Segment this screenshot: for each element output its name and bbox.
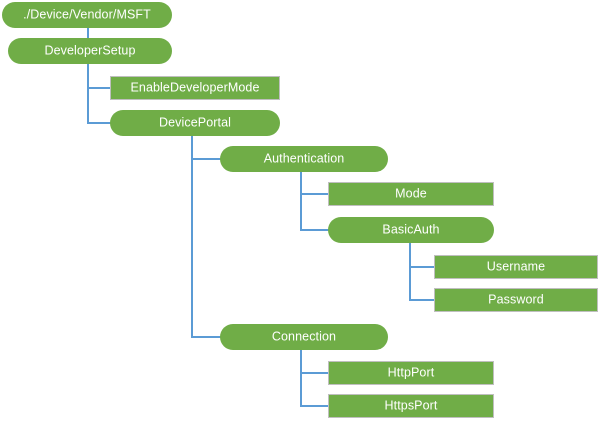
node-root-label: ./Device/Vendor/MSFT [23,7,151,22]
connector-deviceportal-to-authentication [191,158,221,160]
node-httpport-label: HttpPort [387,365,435,380]
node-root[interactable]: ./Device/Vendor/MSFT [2,2,172,28]
connector-deviceportal-trunk [191,136,193,338]
node-httpport[interactable]: HttpPort [328,361,494,385]
node-httpsport[interactable]: HttpsPort [328,394,494,418]
connector-developersetup-to-enabledevelopermode [87,87,111,89]
node-developersetup-label: DeveloperSetup [44,43,136,58]
connector-developersetup-trunk [87,64,89,124]
node-password-label: Password [488,292,544,307]
node-mode-label: Mode [395,186,427,201]
node-httpsport-label: HttpsPort [384,398,438,413]
connector-basicauth-to-username [409,266,435,268]
node-enabledevelopermode[interactable]: EnableDeveloperMode [110,76,280,100]
connector-authentication-to-basicauth [300,229,329,231]
connector-connection-to-httpsport [300,405,329,407]
node-password[interactable]: Password [434,288,598,312]
connector-authentication-trunk [300,172,302,231]
node-authentication-label: Authentication [263,151,345,166]
node-username[interactable]: Username [434,255,598,279]
connector-authentication-to-mode [300,193,329,195]
node-connection[interactable]: Connection [220,324,388,350]
node-authentication[interactable]: Authentication [220,146,388,172]
node-basicauth-label: BasicAuth [382,222,440,237]
connector-basicauth-trunk [409,243,411,301]
node-developersetup[interactable]: DeveloperSetup [8,38,172,64]
node-enabledevelopermode-label: EnableDeveloperMode [130,80,260,95]
connector-developersetup-to-deviceportal [87,122,111,124]
connector-connection-trunk [300,350,302,407]
node-mode[interactable]: Mode [328,182,494,206]
node-basicauth[interactable]: BasicAuth [328,217,494,243]
node-deviceportal[interactable]: DevicePortal [110,110,280,136]
connector-connection-to-httpport [300,372,329,374]
node-username-label: Username [486,259,546,274]
node-connection-label: Connection [271,329,337,344]
connector-deviceportal-to-connection [191,336,221,338]
connector-root-to-developersetup [87,28,89,38]
connector-basicauth-to-password [409,299,435,301]
node-deviceportal-label: DevicePortal [158,115,232,130]
